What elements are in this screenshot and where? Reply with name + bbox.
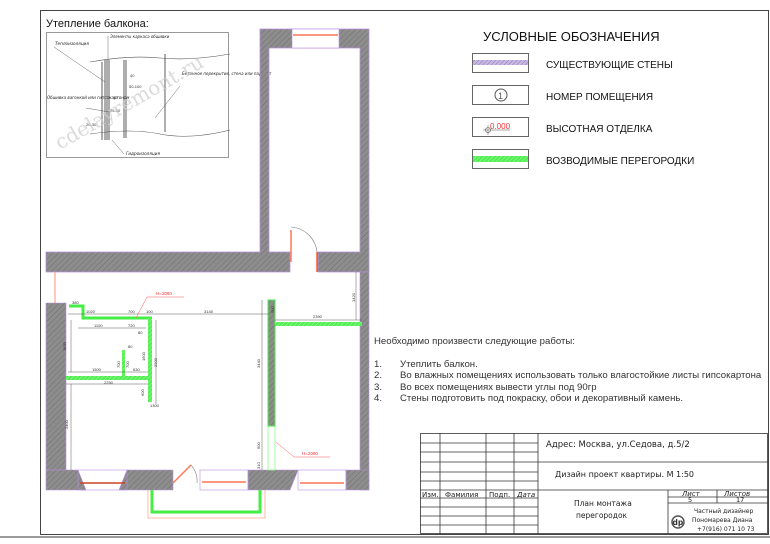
note-number: 3. — [374, 381, 383, 393]
col-surname: Фамилия — [445, 491, 478, 499]
partition — [122, 350, 125, 376]
address: Адрес: Москва, ул.Седова, д.5/2 — [546, 440, 690, 450]
floor-plan: 380 1020 700 100 3145 1100 720 80 1830 8… — [45, 28, 370, 519]
designer-phone: +7(916) 071 10 73 — [697, 526, 755, 533]
dim: 2250 — [104, 380, 114, 385]
project-title: Дизайн проект квартиры. М 1:50 — [555, 470, 694, 479]
note-text: Во всех помещениях вывести углы под 90гр — [400, 381, 597, 393]
label-concrete: Бетонное перекрытие, стена или парапет — [182, 71, 272, 76]
partition — [148, 318, 152, 402]
partition — [150, 490, 262, 514]
legend-room-number: НОМЕР ПОМЕЩЕНИЯ — [546, 92, 653, 103]
balcony — [147, 490, 266, 519]
dim: 3440 — [256, 358, 261, 368]
note-number: 2. — [374, 370, 383, 381]
detail-title: Утепление балкона: — [46, 18, 149, 30]
dim: 380 — [72, 300, 79, 305]
label-cladding: Обшивка вагонкой или гипсокартоном — [47, 95, 129, 100]
title-block-text: Адрес: Москва, ул.Седова, д.5/2 Дизайн п… — [422, 440, 755, 533]
existing-wall — [45, 28, 370, 273]
room-number-symbol: 1 — [498, 91, 503, 101]
sheets-total: 17 — [736, 496, 744, 504]
dim: 40 — [113, 95, 118, 100]
col-date: Дата — [516, 491, 535, 499]
note-item: 1. Утеплить балкон. — [374, 359, 761, 371]
drawing-name: План монтажа — [574, 499, 632, 508]
designer-logo: dp — [673, 518, 684, 527]
dim: 700 — [125, 361, 130, 368]
label-waterproof: Гидроизоляция — [126, 151, 160, 156]
sheet-frame — [40, 10, 769, 535]
window — [291, 28, 340, 49]
existing-wall — [45, 302, 67, 471]
dim: 310 — [256, 462, 261, 469]
sheet-label: Лист — [681, 490, 701, 498]
sheet-number: 5 — [688, 496, 692, 504]
dim: 1830 — [62, 341, 67, 351]
note-item: 4. Стены подготовить под покраску, обои и… — [374, 393, 761, 405]
notes-list: 1. Утеплить балкон. 2. Во влажных помещени… — [374, 359, 761, 405]
note-text: Утеплить балкон. — [400, 358, 478, 370]
height-label: H=2080 — [156, 291, 172, 296]
dim: 2390 — [313, 314, 323, 319]
height-mark-symbol: 0.000 — [490, 122, 511, 131]
dim: 80 — [138, 330, 143, 335]
dim: 40 — [130, 73, 135, 78]
dim: 1100 — [94, 323, 103, 328]
note-text: Стены подготовить под покраску, обои и д… — [400, 393, 684, 404]
partition — [66, 376, 152, 380]
legend-title: УСЛОВНЫЕ ОБОЗНАЧЕНИЯ — [483, 29, 660, 44]
dim: 1300 — [150, 403, 160, 408]
sheets-label: Листов — [723, 490, 750, 498]
note-number: 1. — [374, 358, 383, 370]
existing-wall — [359, 271, 370, 491]
dim: 630 — [133, 367, 140, 372]
partition — [69, 304, 152, 320]
dim: 500 — [270, 306, 275, 313]
note-text: Во влажных помещениях использовать тольк… — [400, 370, 762, 381]
dim: 700 — [128, 309, 135, 314]
dim: 600 — [256, 442, 261, 449]
dim: 100 — [146, 309, 153, 314]
dim: 720 — [128, 323, 135, 328]
door-swing — [290, 226, 318, 253]
work-notes: Необходимо произвести следующие работы: … — [374, 336, 761, 405]
dim: 1600 — [141, 351, 146, 361]
label-insulation: Теплоизоляция — [55, 41, 89, 46]
dim: 600 — [140, 389, 145, 396]
dim: 20-30 — [86, 122, 97, 127]
legend-new-partitions: ВОЗВОДИМЫЕ ПЕРЕГОРОДКИ — [546, 156, 694, 167]
balcony-insulation-detail: Утепление балкона: Теплоизоляция Элемент… — [46, 18, 272, 158]
note-item: 2. Во влажных помещениях использовать тол… — [374, 370, 761, 382]
partition — [275, 322, 362, 326]
legend: УСЛОВНЫЕ ОБОЗНАЧЕНИЯ СУЩЕСТВУЮЩИЕ СТЕНЫ … — [472, 29, 694, 169]
note-item: 3. Во всех помещениях вывести углы под 90… — [374, 382, 761, 394]
dim: 25-50 — [110, 108, 121, 113]
dim: 1020 — [86, 309, 96, 314]
dim: 50-100 — [129, 84, 142, 89]
legend-existing-walls: СУЩЕСТВУЮЩИЕ СТЕНЫ — [546, 60, 673, 71]
designer-name: Пономарева Диана — [692, 517, 753, 524]
designer-title: Частный дизайнер — [694, 508, 753, 515]
dim: 700 — [116, 361, 121, 368]
col-change: Изм. — [422, 491, 438, 499]
dim: 80 — [128, 344, 133, 349]
dim: 3145 — [204, 309, 214, 314]
title-block — [420, 433, 768, 534]
height-label: H=2080 — [302, 451, 318, 456]
dim: 2200 — [153, 357, 158, 367]
label-frame: Элементы каркаса обшивки — [109, 34, 170, 39]
notes-heading: Необходимо произвести следующие работы: — [374, 336, 575, 347]
dim: 1420 — [351, 292, 356, 302]
col-signature: Подп. — [489, 491, 510, 499]
dim: 1500 — [92, 367, 102, 372]
legend-height-mark: ВЫСОТНАЯ ОТДЕЛКА — [546, 124, 653, 135]
dim: 2400 — [64, 419, 69, 429]
drawing-name: перегородок — [576, 511, 628, 520]
note-number: 4. — [374, 393, 383, 404]
